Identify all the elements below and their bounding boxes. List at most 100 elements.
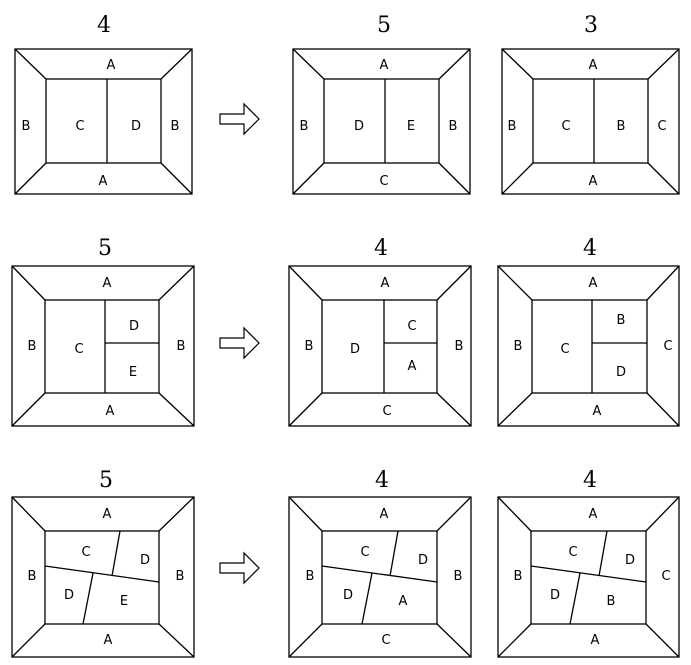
region-inner-label: C: [360, 545, 369, 560]
region-inner-label: E: [120, 594, 128, 609]
inner-frame: [321, 299, 438, 394]
region-top-label: A: [589, 276, 598, 291]
outer-frame: [288, 496, 472, 658]
outer-frame: [11, 496, 195, 658]
region-right-label: B: [449, 119, 458, 134]
color-count: 4: [97, 13, 111, 38]
region-inner-label: C: [561, 119, 570, 134]
inner-frame: [44, 299, 160, 394]
region-inner-label: D: [616, 365, 626, 380]
inner-frame: [45, 78, 162, 164]
outer-frame: [497, 496, 680, 658]
region-inner-label: D: [343, 588, 353, 603]
region-divider: [569, 572, 581, 625]
panel-row2-result-a: 4 A B B C D C A: [288, 236, 472, 427]
region-right-label: B: [176, 569, 185, 584]
region-right-label: B: [177, 339, 186, 354]
inner-frame: [323, 78, 440, 164]
region-inner-label: E: [129, 365, 137, 380]
region-left-label: B: [508, 119, 517, 134]
inner-frame: [532, 78, 649, 164]
region-inner-label: D: [354, 119, 364, 134]
region-bottom-label: C: [381, 633, 390, 648]
outer-frame: [292, 48, 471, 195]
panel-row3-result-a: 4 A B B C C D D A: [288, 468, 472, 658]
region-inner-label: B: [617, 313, 626, 328]
region-divider: [321, 565, 438, 583]
region-left-label: B: [28, 339, 37, 354]
region-right-label: C: [657, 119, 666, 134]
region-top-label: A: [589, 507, 598, 522]
region-inner-label: D: [350, 342, 360, 357]
region-right-label: B: [171, 119, 180, 134]
region-left-label: B: [305, 339, 314, 354]
region-left-label: B: [306, 569, 315, 584]
region-bottom-label: A: [593, 404, 602, 419]
region-inner-label: C: [81, 545, 90, 560]
panel-row3-result-b: 4 A B C A C D D B: [497, 468, 680, 658]
region-top-label: A: [103, 507, 112, 522]
region-inner-label: B: [607, 594, 616, 609]
region-bottom-label: C: [379, 174, 388, 189]
region-left-label: B: [28, 569, 37, 584]
color-count: 4: [583, 236, 597, 261]
region-bottom-label: A: [589, 174, 598, 189]
region-top-label: A: [107, 58, 116, 73]
inner-frame: [531, 299, 648, 394]
outer-frame: [14, 48, 193, 195]
panel-row2-result-b: 4 A B C A C B D: [497, 236, 680, 427]
region-bottom-label: A: [99, 174, 108, 189]
region-divider: [361, 572, 373, 625]
region-right-label: C: [661, 569, 670, 584]
region-inner-label: C: [560, 342, 569, 357]
color-count: 3: [584, 13, 598, 38]
arrow-right-icon: [219, 551, 260, 585]
panel-row1-original: 4 A B B A C D: [14, 13, 193, 195]
region-top-label: A: [103, 276, 112, 291]
region-inner-label: D: [129, 319, 139, 334]
color-count: 5: [99, 468, 113, 493]
region-inner-label: C: [568, 545, 577, 560]
region-top-label: A: [381, 276, 390, 291]
region-left-label: B: [514, 339, 523, 354]
arrow-right-icon: [219, 326, 260, 360]
region-right-label: C: [663, 339, 672, 354]
region-left-label: B: [514, 569, 523, 584]
inner-frame: [321, 530, 438, 625]
region-divider: [82, 572, 94, 625]
outer-frame: [288, 265, 472, 427]
region-inner-label: A: [408, 359, 417, 374]
region-right-label: B: [454, 569, 463, 584]
region-top-label: A: [589, 58, 598, 73]
region-inner-label: E: [407, 119, 415, 134]
region-divider: [598, 530, 608, 577]
region-inner-label: D: [550, 588, 560, 603]
region-bottom-label: A: [591, 633, 600, 648]
arrow-right-icon: [219, 102, 260, 136]
color-count: 4: [374, 236, 388, 261]
region-right-label: B: [455, 339, 464, 354]
region-left-label: B: [300, 119, 309, 134]
region-inner-label: D: [131, 119, 141, 134]
color-count: 5: [98, 236, 112, 261]
region-inner-label: C: [407, 319, 416, 334]
region-inner-label: D: [64, 588, 74, 603]
region-inner-label: A: [399, 594, 408, 609]
region-bottom-label: A: [104, 633, 113, 648]
color-count: 4: [583, 468, 597, 493]
inner-frame: [44, 530, 160, 625]
region-inner-label: B: [617, 119, 626, 134]
outer-frame: [11, 265, 195, 427]
inner-frame: [530, 530, 647, 625]
region-top-label: A: [380, 58, 389, 73]
panel-row1-result-a: 5 A B B C D E: [292, 13, 471, 195]
region-divider: [111, 530, 121, 577]
color-count: 4: [375, 468, 389, 493]
outer-frame: [497, 265, 680, 427]
region-divider: [389, 530, 399, 577]
region-inner-label: C: [75, 119, 84, 134]
region-top-label: A: [380, 507, 389, 522]
outer-frame: [501, 48, 680, 195]
region-inner-label: D: [625, 553, 635, 568]
